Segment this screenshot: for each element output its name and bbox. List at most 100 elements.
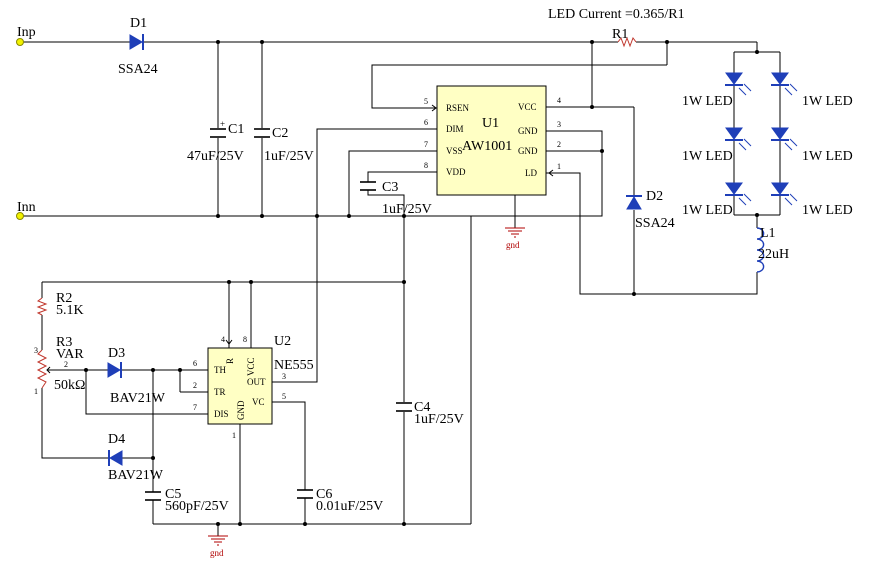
ic-u1-pin-vcc: VCC: [518, 102, 537, 112]
wires: [20, 41, 781, 536]
ic-u1-body: [436, 85, 547, 196]
diode-d4-ref: D4: [108, 432, 125, 447]
led-4: 1W LED: [771, 127, 853, 164]
ic-u2-pin-vc: VC: [252, 397, 265, 407]
junction-dots: [84, 40, 759, 526]
terminal-pad-inp: [16, 38, 24, 46]
ic-u2: U2 NE555 TH TR DIS 6 2 7 OUT VC 3 5 R VC…: [193, 334, 314, 440]
ic-u1: U1 AW1001 RSEN DIM VSS VDD 5 6 7 8 VCC G…: [420, 85, 561, 196]
ic-u2-pin-r: R: [225, 358, 235, 364]
terminal-label-inn: Inn: [17, 200, 36, 215]
capacitor-c2-value: 1uF/25V: [264, 149, 314, 164]
ic-u1-part: AW1001: [462, 139, 512, 154]
led-5: 1W LED: [682, 182, 752, 218]
ic-u2-pin-out: OUT: [247, 377, 266, 387]
potentiometer-r3-type: VAR: [56, 347, 84, 362]
ic-u1-pin-num-3: 3: [557, 120, 561, 129]
ic-u2-part: NE555: [274, 358, 314, 373]
potentiometer-r3-value: 50kΩ: [54, 378, 85, 393]
potentiometer-r3-ref: R3: [56, 335, 72, 350]
ic-u2-pin-th: TH: [214, 365, 226, 375]
capacitor-c1-ref: C1: [228, 122, 244, 137]
ic-u2-pin-dis: DIS: [214, 409, 229, 419]
ground-symbol-u1: gnd: [505, 227, 525, 250]
ic-u1-pin-num-7: 7: [424, 140, 428, 149]
diode-d1: D1 SSA24: [118, 16, 158, 77]
diode-d4-value: BAV21W: [108, 468, 164, 483]
ic-u1-pin-dim: DIM: [446, 124, 464, 134]
capacitor-c5-ref: C5: [165, 487, 181, 502]
diode-d2-body: [626, 196, 642, 210]
ic-u1-pin-num-2: 2: [557, 140, 561, 149]
ic-u2-pin-num-8: 8: [243, 335, 247, 344]
led-2-label: 1W LED: [802, 94, 853, 109]
capacitor-c4-ref: C4: [414, 400, 430, 415]
diode-d1-body: [129, 34, 143, 50]
diode-d2-ref: D2: [646, 189, 663, 204]
ic-u1-pin-gnd-b: GND: [518, 146, 538, 156]
capacitor-c1-value: 47uF/25V: [187, 149, 244, 164]
led-4-label: 1W LED: [802, 149, 853, 164]
ic-u1-pin-gnd-a: GND: [518, 126, 538, 136]
led-1-label: 1W LED: [682, 94, 733, 109]
diode-d2: D2 SSA24: [626, 189, 675, 231]
diode-d3-body: [107, 362, 121, 378]
capacitor-c3-value: 1uF/25V: [382, 202, 432, 217]
diode-d1-ref: D1: [130, 16, 147, 31]
diode-d3-ref: D3: [108, 346, 125, 361]
diode-d3: D3 BAV21W: [107, 346, 166, 406]
ic-u1-ref: U1: [482, 116, 499, 131]
resistor-r2-body: [36, 297, 48, 316]
ic-u1-pin-vdd: VDD: [446, 167, 466, 177]
terminal-pad-inn: [16, 212, 24, 220]
ic-u2-ref: U2: [274, 334, 291, 349]
resistor-r1-body: [617, 36, 637, 48]
ic-u2-pin-num-1: 1: [232, 431, 236, 440]
resistor-r1-ref: R1: [612, 27, 628, 42]
led-2: 1W LED: [771, 72, 853, 109]
inductor-l1: L1 22uH: [756, 226, 789, 273]
diode-d3-value: BAV21W: [110, 391, 166, 406]
ic-u2-pin-num-6: 6: [193, 359, 197, 368]
potentiometer-r3: R3 VAR 50kΩ 3 2 1: [34, 335, 85, 396]
ground-label-bottom: gnd: [210, 548, 224, 558]
diode-d2-value: SSA24: [635, 216, 675, 231]
input-terminal-positive: Inp: [16, 25, 36, 46]
ic-u2-pin-tr: TR: [214, 387, 226, 397]
resistor-r2-value: 5.1K: [56, 303, 84, 318]
ground-label-u1: gnd: [506, 240, 520, 250]
capacitor-c2: C2 1uF/25V: [254, 126, 314, 164]
ic-u2-pin-num-5: 5: [282, 392, 286, 401]
capacitor-c2-ref: C2: [272, 126, 288, 141]
resistor-r1: R1: [612, 27, 637, 48]
capacitor-c1: + C1 47uF/25V: [187, 119, 244, 164]
capacitor-c3-ref: C3: [382, 180, 398, 195]
ic-u2-body: [207, 347, 273, 425]
ic-u1-pin-num-4: 4: [557, 96, 561, 105]
capacitor-c6-value: 0.01uF/25V: [316, 499, 383, 514]
potentiometer-r3-pin-1: 1: [34, 387, 38, 396]
ic-u2-pin-num-7: 7: [193, 403, 197, 412]
inductor-l1-ref: L1: [760, 226, 776, 241]
ic-u1-pin-num-8: 8: [424, 161, 428, 170]
capacitor-c4: C4 1uF/25V: [396, 400, 464, 427]
potentiometer-r3-pin-2: 2: [64, 360, 68, 369]
led-3: 1W LED: [682, 127, 752, 164]
ic-u2-pin-vcc: VCC: [246, 357, 256, 376]
terminal-label-inp: Inp: [17, 25, 36, 40]
capacitor-c5: C5 560pF/25V: [145, 487, 229, 514]
led-3-label: 1W LED: [682, 149, 733, 164]
ic-u2-pin-num-4: 4: [221, 335, 225, 344]
ic-u2-pin-num-2: 2: [193, 381, 197, 390]
inductor-l1-coil: [756, 227, 765, 273]
diode-d1-value: SSA24: [118, 62, 158, 77]
ic-u1-pin-rsen: RSEN: [446, 103, 470, 113]
input-terminal-negative: Inn: [16, 200, 36, 220]
led-current-note: LED Current =0.365/R1: [548, 7, 685, 22]
inductor-l1-value: 22uH: [758, 247, 789, 262]
potentiometer-r3-body: [36, 349, 48, 389]
led-5-label: 1W LED: [682, 203, 733, 218]
ic-u1-pin-num-1: 1: [557, 162, 561, 171]
ic-u1-pin-vss: VSS: [446, 146, 463, 156]
